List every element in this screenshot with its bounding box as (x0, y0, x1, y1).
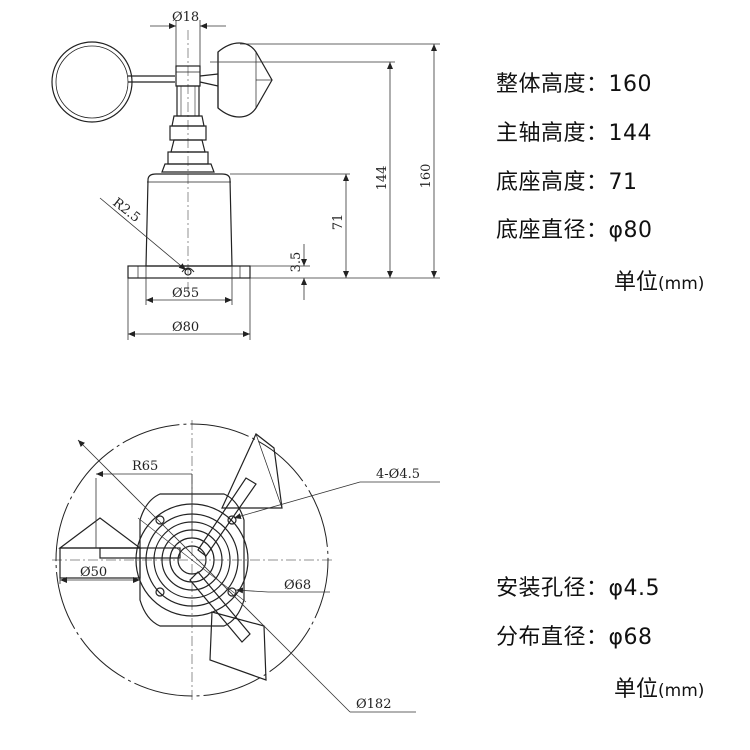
spec-label: 主轴高度： (496, 121, 609, 146)
wind-cup-left (51, 41, 133, 123)
spec-label: 底座直径： (496, 218, 609, 243)
dim-flange-thickness: 3.5 (289, 252, 304, 273)
spec-label: 分布直径： (496, 625, 609, 650)
side-view-dimension-labels: Ø18 160 144 71 3.5 R2.5 Ø55 Ø80 (110, 10, 434, 335)
spec-value: φ4.5 (608, 576, 661, 601)
unit-word: 单位 (614, 270, 659, 295)
dim-base-height: 71 (331, 214, 346, 231)
plan-cup-upper (221, 433, 283, 509)
dim-mounting-holes: 4-Ø4.5 (376, 467, 420, 482)
spec-label: 整体高度： (496, 72, 609, 97)
spec-value: 144 (608, 121, 653, 146)
spec-value: φ80 (608, 218, 653, 243)
unit-mm: (mm) (658, 274, 705, 294)
plan-cup-left (58, 517, 142, 549)
spec-value: 160 (608, 72, 653, 97)
dim-hole-circle: Ø68 (284, 578, 311, 593)
plan-cup-lower (209, 611, 267, 681)
unit-mm: (mm) (658, 681, 705, 701)
spec-base-height: 底座高度：71 (496, 164, 638, 196)
plan-view-dimensions (59, 439, 440, 713)
spec-label: 安装孔径： (496, 576, 609, 601)
spec-total-height: 整体高度：160 (496, 66, 652, 98)
plan-view-dimension-labels: R65 4-Ø4.5 Ø50 Ø68 Ø182 (80, 459, 420, 712)
mounting-hole (227, 515, 237, 525)
dim-cup-radius: R65 (132, 459, 158, 474)
dim-shaft-diameter: Ø18 (172, 10, 199, 25)
unit-word: 单位 (614, 677, 659, 702)
dim-sweep-diameter: Ø182 (356, 697, 391, 712)
spec-distribution-diameter: 分布直径：φ68 (496, 619, 653, 651)
spec-base-diameter: 底座直径：φ80 (496, 212, 653, 244)
side-elevation-view (51, 30, 273, 300)
plan-flange (139, 493, 245, 627)
spec-shaft-height: 主轴高度：144 (496, 115, 652, 147)
spec-hole-diameter: 安装孔径：φ4.5 (496, 570, 660, 602)
unit-label-bottom: 单位(mm) (614, 671, 704, 703)
spec-label: 底座高度： (496, 170, 609, 195)
mounting-hole (155, 515, 165, 525)
spec-value: 71 (608, 170, 638, 195)
base-flange (127, 265, 251, 279)
side-view-dimensions (99, 20, 440, 340)
dim-inner-diameter: Ø55 (172, 286, 199, 301)
mounting-hole (155, 587, 165, 597)
wind-cup-right (217, 42, 273, 118)
unit-label-top: 单位(mm) (614, 264, 704, 296)
dim-base-diameter: Ø80 (172, 320, 199, 335)
dim-fillet-radius: R2.5 (110, 195, 143, 226)
base-housing (145, 173, 233, 267)
dim-total-height: 160 (419, 164, 434, 189)
dim-shaft-height: 144 (375, 166, 390, 191)
spec-value: φ68 (608, 625, 653, 650)
dim-cup-diameter: Ø50 (80, 565, 107, 580)
